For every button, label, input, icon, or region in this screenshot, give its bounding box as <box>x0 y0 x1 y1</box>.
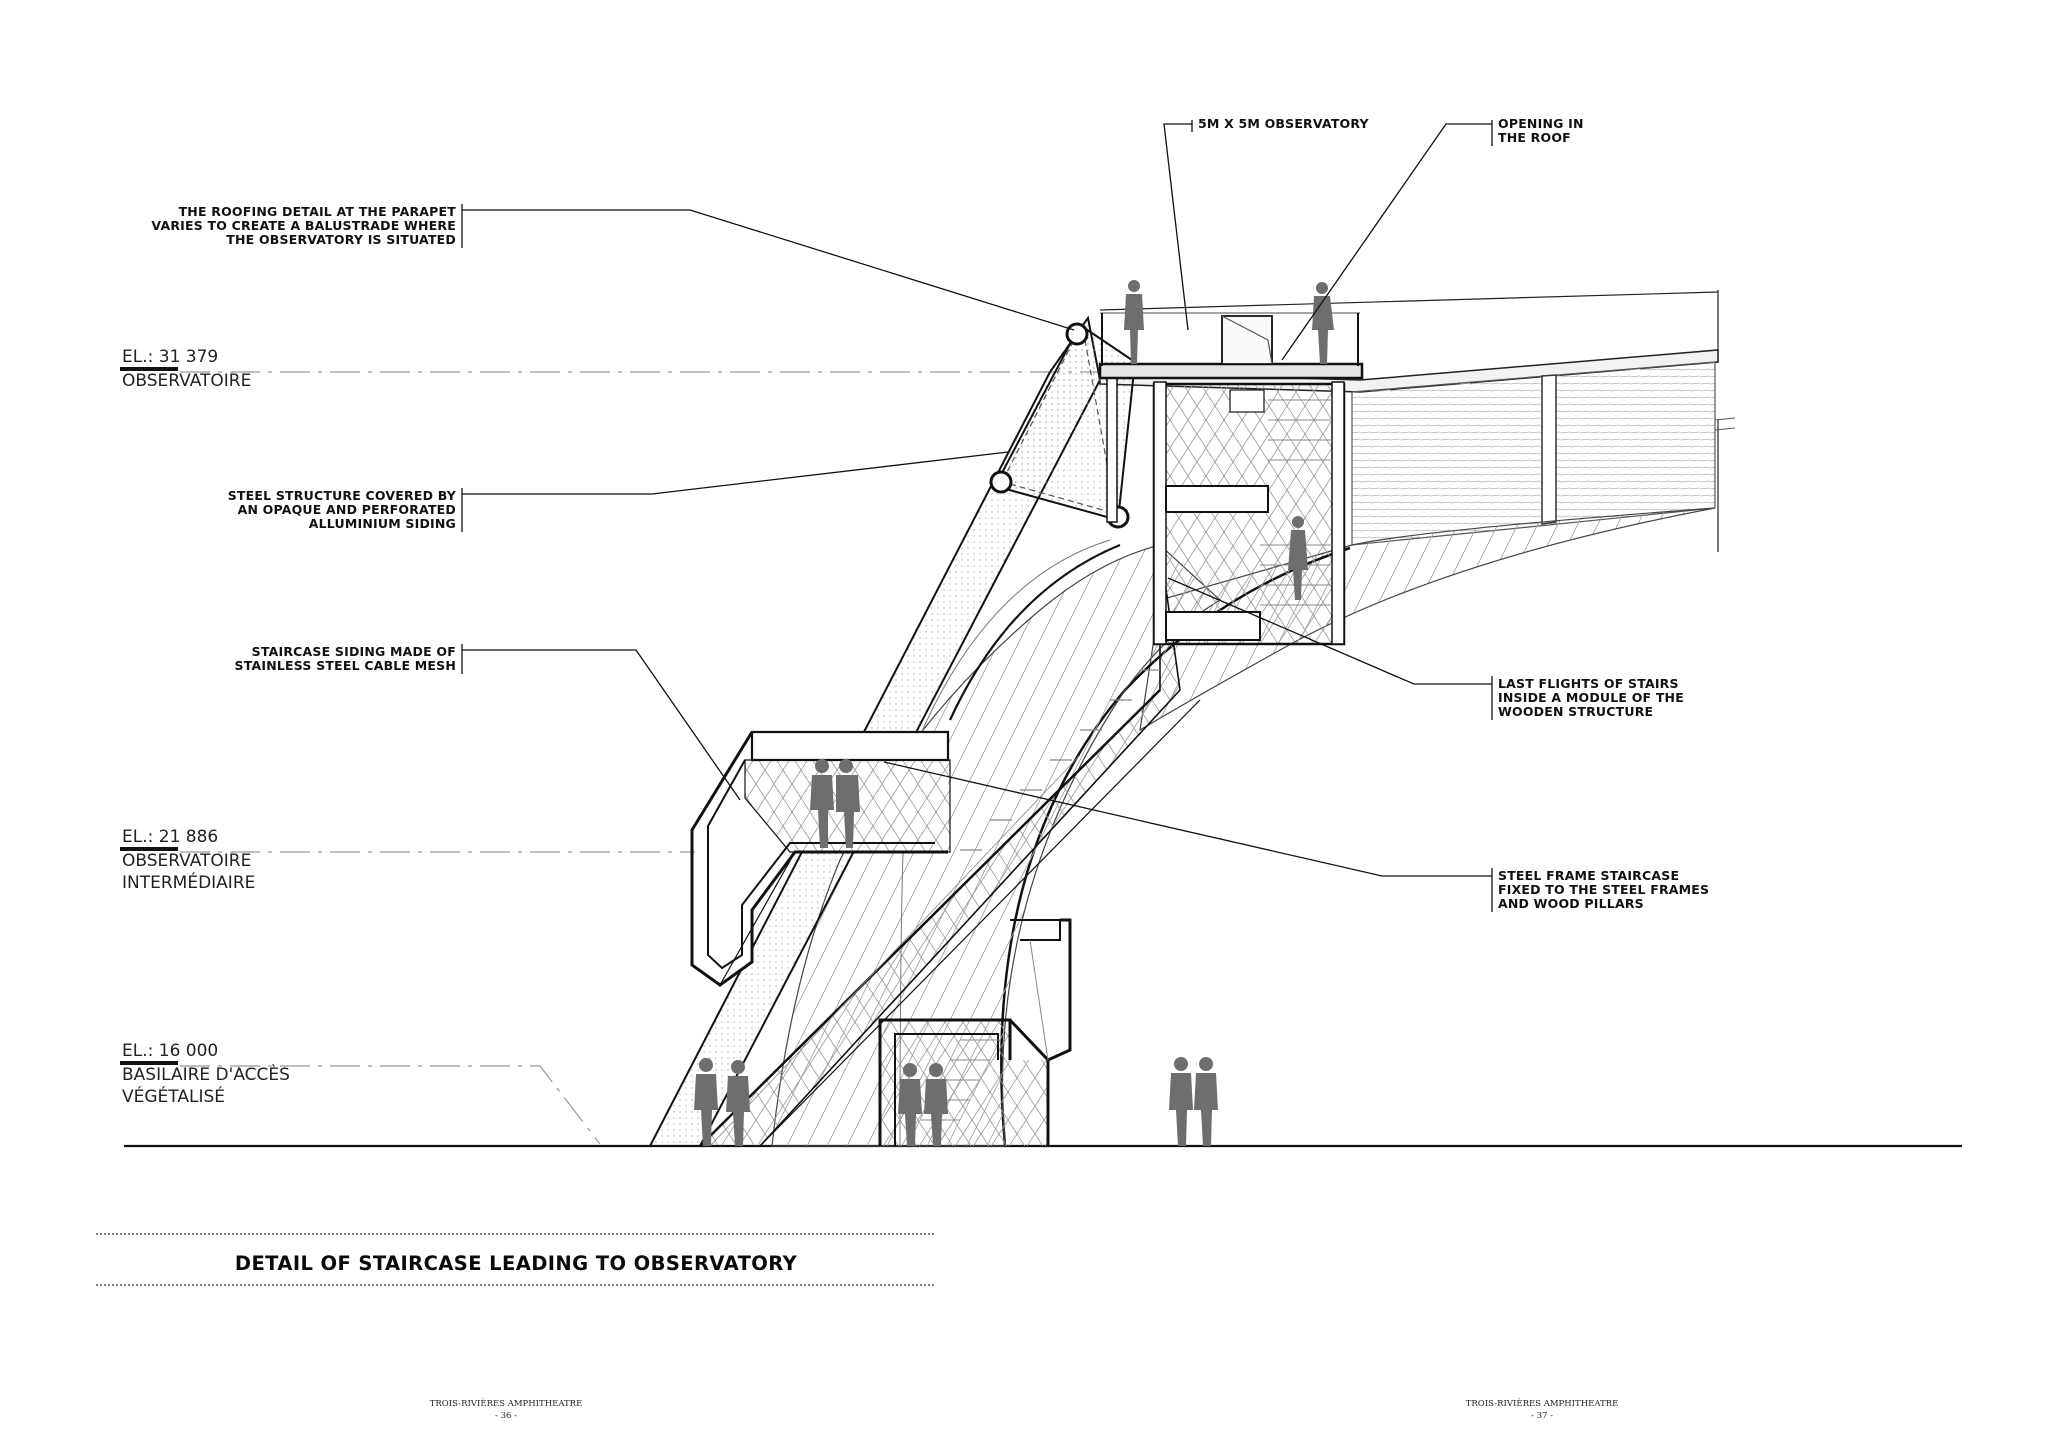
page-number: - 36 - <box>495 1411 517 1421</box>
svg-text:LAST FLIGHTS OF STAIRS: LAST FLIGHTS OF STAIRS <box>1498 676 1679 691</box>
person-silhouette <box>1288 516 1308 600</box>
svg-text:OPENING IN: OPENING IN <box>1498 116 1584 131</box>
svg-text:THE OBSERVATORY IS SITUATED: THE OBSERVATORY IS SITUATED <box>226 232 456 247</box>
elevation-marker-basilaire: EL.: 16 000 BASILAIRE D'ACCÈS VÉGÉTALISÉ <box>120 1041 601 1145</box>
elevation-level: EL.: 21 886 <box>122 827 218 847</box>
elevation-name: OBSERVATOIRE <box>122 851 251 871</box>
svg-text:STAINLESS STEEL CABLE MESH: STAINLESS STEEL CABLE MESH <box>235 658 456 673</box>
elevation-level: EL.: 16 000 <box>122 1041 218 1061</box>
annotation-steel-structure: STEEL STRUCTURE COVERED BY AN OPAQUE AND… <box>228 451 1009 532</box>
annotation-roofing-detail: THE ROOFING DETAIL AT THE PARAPET VARIES… <box>151 204 1075 331</box>
person-silhouette <box>1169 1057 1193 1146</box>
elevation-marker-intermediaire: EL.: 21 886 OBSERVATOIRE INTERMÉDIAIRE <box>120 827 740 893</box>
top-observatory <box>1098 312 1364 646</box>
svg-text:WOODEN STRUCTURE: WOODEN STRUCTURE <box>1498 704 1653 719</box>
person-silhouette <box>836 759 860 848</box>
svg-text:INSIDE A MODULE OF THE: INSIDE A MODULE OF THE <box>1498 690 1684 705</box>
elevation-name: BASILAIRE D'ACCÈS <box>122 1063 290 1085</box>
person-silhouette <box>898 1063 922 1146</box>
elevation-marker-observatoire: EL.: 31 379 OBSERVATOIRE <box>120 347 1100 391</box>
svg-text:STAIRCASE SIDING MADE OF: STAIRCASE SIDING MADE OF <box>252 644 456 659</box>
svg-text:STEEL STRUCTURE COVERED BY: STEEL STRUCTURE COVERED BY <box>228 488 457 503</box>
lower-entrance-stair <box>878 918 1072 1146</box>
svg-text:AN OPAQUE AND PERFORATED: AN OPAQUE AND PERFORATED <box>238 502 456 517</box>
svg-text:VARIES TO CREATE A BALUSTRADE: VARIES TO CREATE A BALUSTRADE WHERE <box>151 218 456 233</box>
elevation-name: OBSERVATOIRE <box>122 371 251 391</box>
annotation-steel-frame-staircase: STEEL FRAME STAIRCASE FIXED TO THE STEEL… <box>883 761 1709 912</box>
svg-text:THE ROOFING DETAIL AT THE PARA: THE ROOFING DETAIL AT THE PARAPET <box>179 204 457 219</box>
annotation-staircase-siding: STAIRCASE SIDING MADE OF STAINLESS STEEL… <box>235 644 741 801</box>
footer-title: TROIS-RIVIÈRES AMPHITHEATRE <box>1466 1397 1619 1409</box>
svg-text:STEEL FRAME STAIRCASE: STEEL FRAME STAIRCASE <box>1498 868 1679 883</box>
annotation-observatory-size: 5M X 5M OBSERVATORY <box>1163 116 1370 331</box>
elevation-name: VÉGÉTALISÉ <box>122 1085 225 1107</box>
elevation-name: INTERMÉDIAIRE <box>122 871 255 893</box>
person-silhouette <box>810 759 834 848</box>
page-footer-right: TROIS-RIVIÈRES AMPHITHEATRE - 37 - <box>1466 1397 1619 1421</box>
people-silhouettes <box>694 280 1334 1146</box>
svg-text:ALLUMINIUM SIDING: ALLUMINIUM SIDING <box>309 516 456 531</box>
footer-title: TROIS-RIVIÈRES AMPHITHEATRE <box>430 1397 583 1409</box>
person-silhouette <box>1312 282 1334 364</box>
page-number: - 37 - <box>1531 1411 1553 1421</box>
annotation-roof-opening: OPENING IN THE ROOF <box>1281 116 1584 361</box>
person-silhouette <box>1194 1057 1218 1146</box>
elevation-level: EL.: 31 379 <box>122 347 218 367</box>
person-silhouette <box>924 1063 948 1146</box>
drawing-title: DETAIL OF STAIRCASE LEADING TO OBSERVATO… <box>235 1252 798 1275</box>
title-block: DETAIL OF STAIRCASE LEADING TO OBSERVATO… <box>96 1233 936 1286</box>
page-footer-left: TROIS-RIVIÈRES AMPHITHEATRE - 36 - <box>430 1397 583 1421</box>
annotation-last-flights: LAST FLIGHTS OF STAIRS INSIDE A MODULE O… <box>1167 577 1684 720</box>
svg-text:FIXED TO THE STEEL FRAMES: FIXED TO THE STEEL FRAMES <box>1498 882 1709 897</box>
svg-text:5M X 5M OBSERVATORY: 5M X 5M OBSERVATORY <box>1198 116 1370 131</box>
svg-text:THE ROOF: THE ROOF <box>1498 130 1571 145</box>
person-silhouette <box>694 1058 718 1146</box>
person-silhouette <box>1124 280 1144 364</box>
svg-text:AND WOOD PILLARS: AND WOOD PILLARS <box>1498 896 1644 911</box>
person-silhouette <box>726 1060 750 1146</box>
